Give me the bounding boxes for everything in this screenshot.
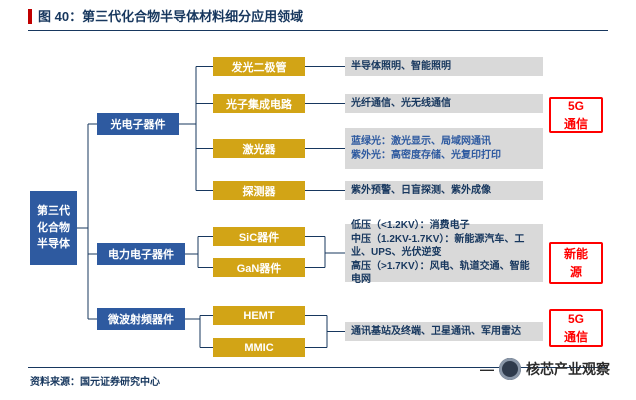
application-laser-line1: 蓝绿光：激光显示、局域网通讯 [351, 136, 491, 147]
application-detector: 紫外预警、日盲探测、紫外成像 [345, 181, 543, 200]
application-power-line1: 低压（<1.2KV）：消费电子 [351, 220, 470, 232]
highlight-5g-communication-top: 5G 通信 [549, 97, 603, 133]
figure-title: 图 40：第三代化合物半导体材料细分应用领域 [38, 9, 304, 24]
application-laser: 蓝绿光：激光显示、局域网通讯 紫外光：高密度存储、光复印打印 [345, 128, 543, 169]
application-photonic-ic: 光纤通信、光无线通信 [345, 94, 543, 113]
branch-microwave-rf-devices: 微波射频器件 [97, 308, 185, 330]
device-laser: 激光器 [213, 139, 305, 158]
device-photonic-ic: 光子集成电路 [213, 94, 305, 113]
device-detector: 探测器 [213, 181, 305, 200]
device-gan: GaN器件 [213, 258, 305, 277]
top-divider [28, 30, 608, 31]
logo-icon [499, 358, 521, 380]
application-led-text: 半导体照明、智能照明 [351, 60, 451, 72]
application-laser-line2: 紫外光：高密度存储、光复印打印 [351, 149, 501, 161]
application-led: 半导体照明、智能照明 [345, 57, 543, 76]
highlight-new-energy: 新能 源 [549, 242, 603, 284]
application-rf-text: 通讯基站及终端、卫星通讯、军用雷达 [351, 325, 521, 337]
device-hemt: HEMT [213, 306, 305, 325]
device-mmic: MMIC [213, 338, 305, 357]
title-accent-bar [28, 9, 32, 24]
root-node-semiconductor: 第三代 化合物 半导体 [30, 191, 77, 265]
application-power: 低压（<1.2KV）：消费电子 中压（1.2KV-1.7KV）：新能源汽车、工业… [345, 220, 543, 285]
application-detector-text: 紫外预警、日盲探测、紫外成像 [351, 184, 491, 196]
logo-text: 核芯产业观察 [526, 361, 610, 377]
device-sic: SiC器件 [213, 227, 305, 246]
highlight-5g-communication-bottom: 5G 通信 [549, 309, 603, 347]
application-power-line2: 中压（1.2KV-1.7KV）：新能源汽车、工业、UPS、光伏逆变 [351, 233, 525, 259]
watermark-logo: — 核芯产业观察 [480, 358, 610, 380]
branch-optoelectronic-devices: 光电子器件 [97, 113, 179, 135]
application-rf: 通讯基站及终端、卫星通讯、军用雷达 [345, 322, 543, 341]
device-led: 发光二极管 [213, 57, 305, 76]
logo-dash: — [480, 361, 494, 377]
application-pic-text: 光纤通信、光无线通信 [351, 97, 451, 109]
source-note: 资料来源：国元证券研究中心 [30, 377, 160, 388]
branch-power-electronic-devices: 电力电子器件 [97, 243, 185, 265]
bottom-divider [28, 367, 608, 368]
application-power-line3: 高压（>1.7KV）：风电、轨道交通、智能电网 [351, 260, 530, 286]
